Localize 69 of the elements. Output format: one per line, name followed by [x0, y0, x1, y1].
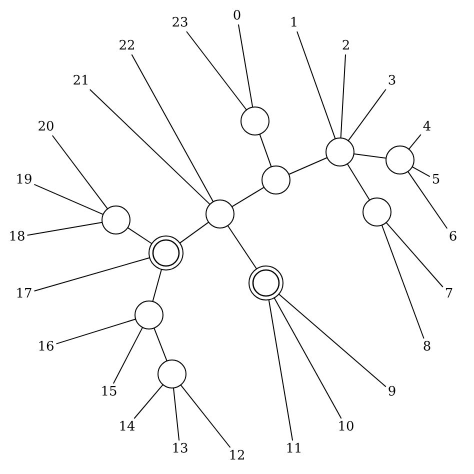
connector-line: [227, 225, 258, 270]
leaf-label: 23: [172, 16, 188, 30]
connector-line: [186, 31, 247, 110]
connector-line: [26, 222, 103, 236]
leaf-label: 11: [286, 442, 302, 456]
connector-line: [127, 227, 152, 244]
circle: [362, 197, 392, 227]
connector-line: [238, 24, 254, 108]
double-circle: [148, 235, 184, 271]
circle: [134, 300, 164, 330]
leaf-label: 6: [448, 230, 458, 244]
circle: [101, 205, 131, 235]
leaf-label: 18: [8, 230, 26, 244]
connector-line: [340, 54, 346, 139]
leaf-label: 1: [290, 16, 298, 30]
circle: [261, 165, 291, 195]
connector-line: [231, 186, 265, 208]
leaf-label: 21: [72, 74, 90, 88]
connector-line: [34, 184, 104, 215]
leaf-label: 4: [422, 120, 432, 134]
connector-line: [134, 384, 164, 419]
connector-line: [278, 294, 386, 388]
connector-line: [353, 153, 387, 159]
connector-line: [152, 268, 162, 302]
leaf-label: 2: [342, 38, 350, 54]
connector-line: [407, 171, 448, 229]
connector-line: [274, 297, 342, 419]
leaf-label: 15: [100, 384, 118, 400]
connector-line: [112, 326, 144, 384]
leaf-label: 0: [232, 8, 242, 24]
connector-line: [180, 384, 231, 448]
leaf-label: 14: [118, 420, 136, 434]
circle: [385, 145, 415, 175]
connector-line: [346, 163, 370, 201]
leaf-label: 5: [432, 172, 440, 188]
connector-line: [268, 299, 294, 441]
leaf-label: 16: [38, 340, 54, 354]
connector-line: [131, 54, 214, 202]
double-circle: [248, 265, 284, 301]
circle: [240, 106, 270, 136]
connector-line: [386, 222, 444, 288]
connector-line: [348, 88, 386, 142]
leaf-label: 12: [228, 448, 246, 464]
connector-line: [179, 222, 210, 244]
circle: [325, 137, 355, 167]
leaf-label: 20: [38, 120, 54, 134]
leaf-label: 8: [422, 340, 432, 354]
connector-line: [34, 257, 150, 292]
circle: [157, 359, 187, 389]
leaf-label: 19: [16, 172, 32, 188]
connector-line: [172, 387, 180, 441]
leaf-label: 7: [444, 286, 454, 302]
circle: [205, 199, 235, 229]
leaf-label: 13: [172, 442, 188, 456]
connector-line: [259, 134, 272, 168]
leaf-label: 3: [388, 74, 396, 88]
connector-line: [412, 166, 430, 178]
connector-line: [381, 224, 424, 339]
connector-line: [288, 157, 328, 175]
connector-line: [408, 134, 422, 150]
connector-line: [52, 135, 108, 210]
connector-line: [89, 89, 210, 205]
connector-line: [56, 318, 136, 344]
leaf-label: 17: [16, 286, 32, 302]
leaf-label: 10: [338, 420, 354, 434]
connector-line: [154, 328, 168, 362]
leaf-label: 9: [388, 384, 396, 400]
leaf-label: 22: [118, 38, 136, 54]
connector-line: [296, 31, 336, 140]
